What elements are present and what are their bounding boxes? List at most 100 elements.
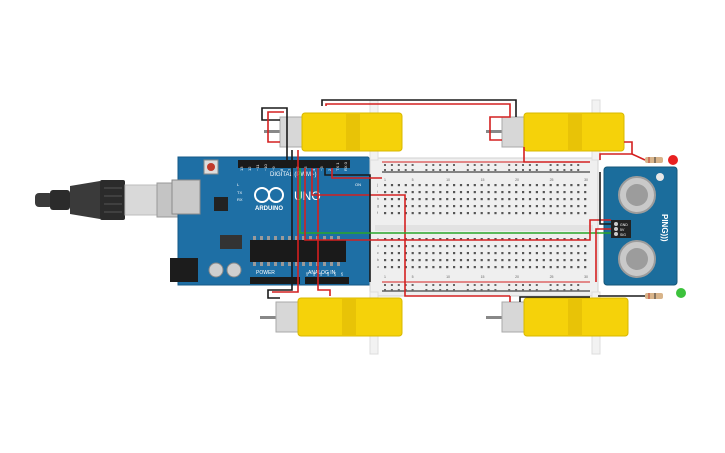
breadboard-hole xyxy=(473,205,476,208)
rail-hole xyxy=(508,289,511,291)
breadboard-hole xyxy=(549,259,552,262)
rail-hole xyxy=(439,284,442,286)
row-letter: g xyxy=(377,204,379,208)
rail-hole xyxy=(549,289,552,291)
rail-hole xyxy=(487,169,490,171)
breadboard-hole xyxy=(563,266,566,269)
breadboard-hole xyxy=(384,245,387,248)
rail-hole xyxy=(390,289,393,291)
analog-pin-label: A3 xyxy=(326,272,330,276)
breadboard-hole xyxy=(390,259,394,262)
rail-hole xyxy=(425,284,428,286)
digital-pin-label: 13 xyxy=(239,166,244,171)
led-green xyxy=(645,288,686,299)
breadboard-hole xyxy=(439,252,442,255)
rail-hole xyxy=(439,169,442,171)
breadboard-hole xyxy=(508,205,511,208)
breadboard-hole xyxy=(570,259,573,262)
breadboard-hole xyxy=(404,198,407,201)
breadboard-hole xyxy=(432,191,435,194)
rail-hole xyxy=(453,284,455,286)
rail-hole xyxy=(432,284,435,286)
breadboard-hole xyxy=(397,184,400,187)
breadboard-hole xyxy=(480,205,483,208)
digital-pin-label: 8 xyxy=(279,168,284,171)
rail-hole xyxy=(466,169,469,171)
rail-hole xyxy=(446,164,449,166)
breadboard-hole xyxy=(487,252,490,255)
breadboard-hole xyxy=(384,191,387,194)
rail-hole xyxy=(466,164,469,166)
breadboard-hole xyxy=(439,259,442,262)
breadboard-hole xyxy=(404,191,407,194)
breadboard-hole xyxy=(522,191,525,194)
wire-red xyxy=(317,168,331,296)
breadboard-hole xyxy=(446,205,449,208)
breadboard-hole xyxy=(459,198,463,201)
rail-hole xyxy=(563,289,566,291)
rail-hole xyxy=(397,284,400,286)
breadboard-hole xyxy=(501,245,504,248)
breadboard-hole xyxy=(549,266,552,269)
wire-black xyxy=(519,296,590,302)
breadboard-hole xyxy=(535,184,538,187)
breadboard-hole xyxy=(404,205,407,208)
breadboard-hole xyxy=(528,191,532,194)
wire-red xyxy=(631,153,646,161)
rail-hole xyxy=(556,164,559,166)
motor-bottom-right xyxy=(486,291,629,355)
breadboard-hole xyxy=(404,266,407,269)
breadboard-hole xyxy=(411,205,414,208)
rail-hole xyxy=(480,284,483,286)
breadboard-hole xyxy=(577,212,580,215)
breadboard-hole xyxy=(584,191,587,194)
breadboard-hole xyxy=(411,245,414,248)
rail-hole xyxy=(466,289,469,291)
breadboard-hole xyxy=(494,212,497,215)
breadboard-hole xyxy=(466,198,469,201)
breadboard-hole xyxy=(563,238,566,241)
breadboard-hole xyxy=(459,252,463,255)
breadboard-hole xyxy=(501,191,504,194)
rail-hole xyxy=(556,284,559,286)
breadboard-hole xyxy=(453,266,456,269)
breadboard-hole xyxy=(439,266,442,269)
wire-black xyxy=(321,99,517,117)
breadboard-hole xyxy=(570,266,573,269)
breadboard-hole xyxy=(577,259,580,262)
breadboard-hole xyxy=(473,266,476,269)
column-number: 10 xyxy=(446,178,450,182)
column-number: 15 xyxy=(481,275,485,279)
label-tx: TX xyxy=(237,190,242,195)
breadboard-hole xyxy=(535,252,538,255)
rail-hole xyxy=(528,164,531,166)
reset-button[interactable] xyxy=(207,163,215,171)
breadboard-hole xyxy=(473,198,476,201)
rail-hole xyxy=(390,284,393,286)
sensor-pin-label: 5V xyxy=(620,228,625,232)
rail-hole xyxy=(411,289,414,291)
breadboard-hole xyxy=(453,252,456,255)
wire-red xyxy=(595,228,611,282)
breadboard-hole xyxy=(542,205,545,208)
breadboard-hole xyxy=(418,184,421,187)
wire-red xyxy=(331,168,382,179)
breadboard-hole xyxy=(535,266,538,269)
breadboard-hole xyxy=(432,252,435,255)
breadboard-hole xyxy=(570,184,573,187)
breadboard-hole xyxy=(501,198,504,201)
breadboard-hole xyxy=(494,205,497,208)
wire-red xyxy=(267,111,284,143)
breadboard-hole xyxy=(487,198,490,201)
breadboard-hole xyxy=(501,184,504,187)
breadboard-hole xyxy=(418,259,421,262)
breadboard-hole xyxy=(542,198,545,201)
breadboard-hole xyxy=(439,198,442,201)
breadboard-hole xyxy=(446,212,449,215)
breadboard-hole xyxy=(397,252,400,255)
breadboard-hole xyxy=(439,245,442,248)
breadboard-hole xyxy=(584,259,587,262)
breadboard-hole xyxy=(390,238,394,241)
breadboard-hole xyxy=(487,205,490,208)
